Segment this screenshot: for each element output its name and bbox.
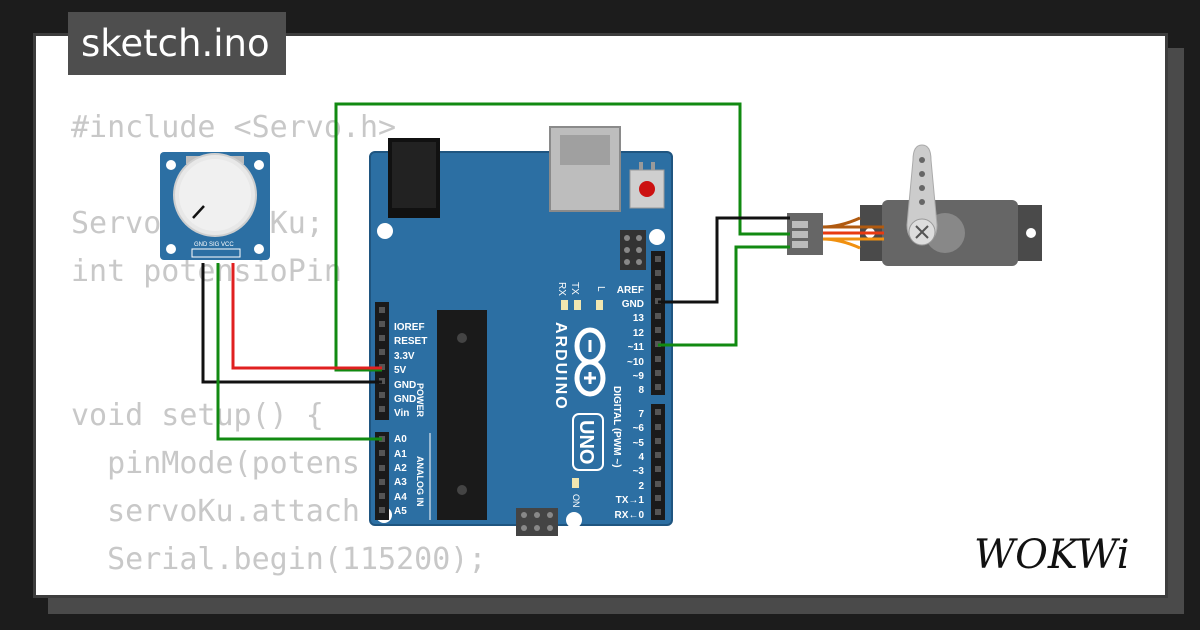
pin-label: 3.3V: [394, 351, 415, 362]
wire-gnd-servo: [658, 216, 790, 304]
pin-label: 2: [638, 481, 644, 492]
arduino-uno-board[interactable]: IOREF RESET 3.3V 5V GND GND Vin POWER A0…: [369, 126, 673, 536]
pin-label: 12: [633, 328, 645, 339]
servo-motor[interactable]: [787, 144, 1042, 266]
pin-label: ~9: [633, 371, 645, 382]
code-line: pinMode(potens: [71, 446, 360, 481]
pin-label: 5V: [394, 365, 407, 376]
led-rx-label: RX: [556, 282, 567, 296]
uno-label: UNO: [575, 420, 597, 464]
pot-pin-labels: GND SIG VCC: [194, 242, 234, 248]
pin-label: A0: [394, 434, 407, 445]
power-label: POWER: [415, 383, 425, 418]
analog-label: ANALOG IN: [415, 456, 425, 507]
uno-badge: [572, 413, 604, 471]
pin-label: ~3: [633, 466, 645, 477]
pin-label: ~10: [627, 357, 644, 368]
pin-label: RESET: [394, 336, 427, 347]
icsp-header-bottom: [516, 508, 558, 536]
led-l-label: L: [595, 286, 606, 292]
led-tx-label: TX: [569, 282, 580, 295]
arduino-logo: [574, 327, 606, 397]
pin-label: IOREF: [394, 322, 425, 333]
digital-header-top: [651, 251, 665, 395]
pin-label: A1: [394, 449, 407, 460]
pin-label: TX→1: [616, 495, 645, 506]
led-l: [596, 300, 603, 310]
pin-label: AREF: [617, 285, 644, 296]
wire-pot-sig: [216, 263, 382, 441]
digital-label: DIGITAL (PWM ~): [611, 386, 622, 468]
pin-label: GND: [394, 380, 416, 391]
power-header: [375, 302, 389, 420]
wire-pot-vcc: [231, 263, 382, 370]
icsp-header: [620, 230, 646, 270]
mounting-hole: [377, 223, 393, 239]
wokwi-logo-text: WOKWi: [974, 532, 1130, 578]
pin-label: RX←0: [615, 510, 645, 521]
pin-label: ~6: [633, 423, 645, 434]
pin-label: A4: [394, 492, 407, 503]
code-line: void setup() {: [71, 398, 324, 433]
wokwi-logo: WOKWi: [974, 532, 1130, 578]
led-tx: [574, 300, 581, 310]
wire-5v-servo: [334, 102, 790, 372]
pin-label: A3: [394, 477, 407, 488]
pot-indicator: [192, 205, 205, 219]
pin-label: A5: [394, 506, 407, 517]
pin-label: 13: [633, 313, 645, 324]
led-on-label: ON: [571, 494, 581, 508]
mounting-hole: [649, 229, 665, 245]
pin-label: ~11: [628, 342, 645, 353]
pin-label: GND: [622, 299, 644, 310]
file-tab[interactable]: sketch.ino: [68, 12, 286, 75]
code-line: #include <Servo.h>: [71, 110, 397, 145]
pin-label: 7: [638, 409, 644, 420]
led-on: [572, 478, 579, 488]
pin-label: ~5: [633, 438, 645, 449]
wire-pin11-servo: [658, 245, 790, 347]
pin-label: A2: [394, 463, 407, 474]
potentiometer-module[interactable]: GND SIG VCC: [160, 152, 270, 260]
mounting-hole: [566, 512, 582, 528]
pin-label: 4: [638, 452, 644, 463]
arduino-brand: ARDUINO: [552, 322, 569, 411]
analog-header: [375, 432, 389, 520]
code-line: Serial.begin(115200);: [71, 542, 487, 577]
pin-label: 8: [638, 385, 644, 396]
led-rx: [561, 300, 568, 310]
digital-header-bottom: [651, 404, 665, 520]
wire-pot-gnd: [201, 263, 382, 384]
code-line: servoKu.attach: [71, 494, 360, 529]
pin-label: Vin: [394, 408, 409, 419]
pin-label: GND: [394, 394, 416, 405]
